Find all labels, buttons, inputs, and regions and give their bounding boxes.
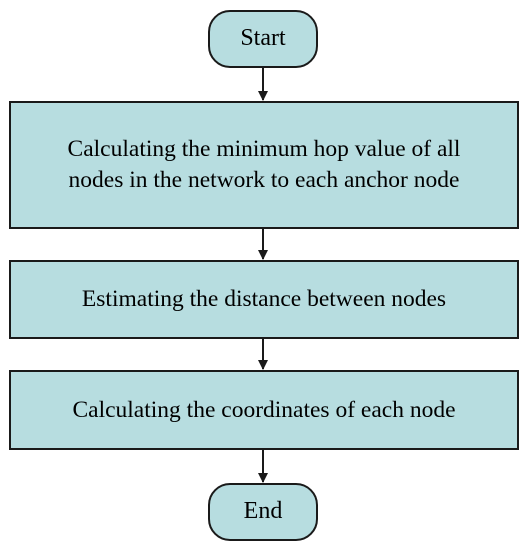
step-min-hop-calculation: Calculating the minimum hop value of all… (9, 101, 519, 229)
step-distance-label: Estimating the distance between nodes (81, 286, 447, 313)
step-min-hop-line1: Calculating the minimum hop value of all (67, 136, 461, 163)
end-label: End (243, 498, 283, 525)
step-min-hop-text: Calculating the minimum hop value of all… (68, 134, 461, 195)
start-label: Start (240, 25, 286, 52)
step-distance-estimation: Estimating the distance between nodes (9, 260, 519, 339)
step-min-hop-line2: nodes in the network to each anchor node (68, 167, 460, 193)
start-terminal: Start (208, 10, 318, 68)
end-terminal: End (208, 483, 318, 541)
step-coordinate-label: Calculating the coordinates of each node (72, 396, 456, 423)
step-coordinate-calculation: Calculating the coordinates of each node (9, 370, 519, 450)
